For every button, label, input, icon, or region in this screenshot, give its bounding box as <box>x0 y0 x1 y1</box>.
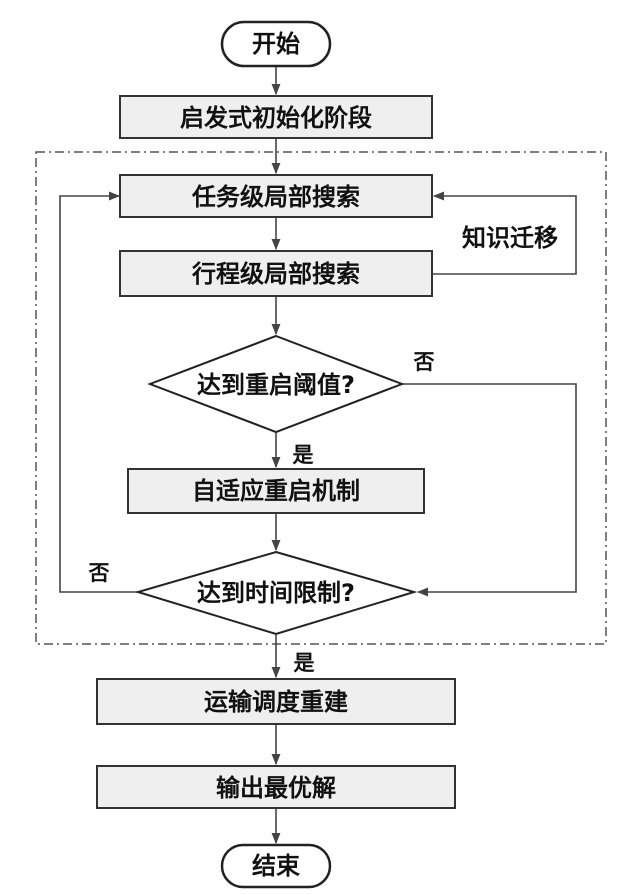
time-check-label: 达到时间限制? <box>197 579 355 607</box>
trip-search-node: 行程级局部搜索 <box>120 251 432 296</box>
restart-check-label: 达到重启阈值? <box>197 371 355 399</box>
restart-yes-label: 是 <box>293 443 314 467</box>
task-search-label: 任务级局部搜索 <box>191 183 360 211</box>
rebuild-node: 运输调度重建 <box>97 679 455 724</box>
end-label: 结束 <box>252 852 301 880</box>
init-node: 启发式初始化阶段 <box>120 96 432 138</box>
task-search-node: 任务级局部搜索 <box>120 175 432 217</box>
rebuild-label: 运输调度重建 <box>204 688 348 716</box>
time-yes-label: 是 <box>294 651 315 675</box>
trip-search-label: 行程级局部搜索 <box>191 260 360 288</box>
output-node: 输出最优解 <box>97 766 455 808</box>
restart-no-label: 否 <box>414 350 435 374</box>
adaptive-restart-node: 自适应重启机制 <box>128 469 424 513</box>
init-label: 启发式初始化阶段 <box>180 104 372 132</box>
restart-check-decision: 达到重启阈值? <box>150 336 402 432</box>
time-check-decision: 达到时间限制? <box>138 552 414 634</box>
start-label: 开始 <box>252 30 300 58</box>
output-label: 输出最优解 <box>216 774 336 802</box>
time-no-label: 否 <box>89 561 110 585</box>
knowledge-transfer-label: 知识迁移 <box>462 224 558 252</box>
end-node: 结束 <box>222 845 330 887</box>
edge-restart-no <box>402 384 576 592</box>
start-node: 开始 <box>222 22 330 66</box>
adaptive-restart-label: 自适应重启机制 <box>192 477 360 505</box>
